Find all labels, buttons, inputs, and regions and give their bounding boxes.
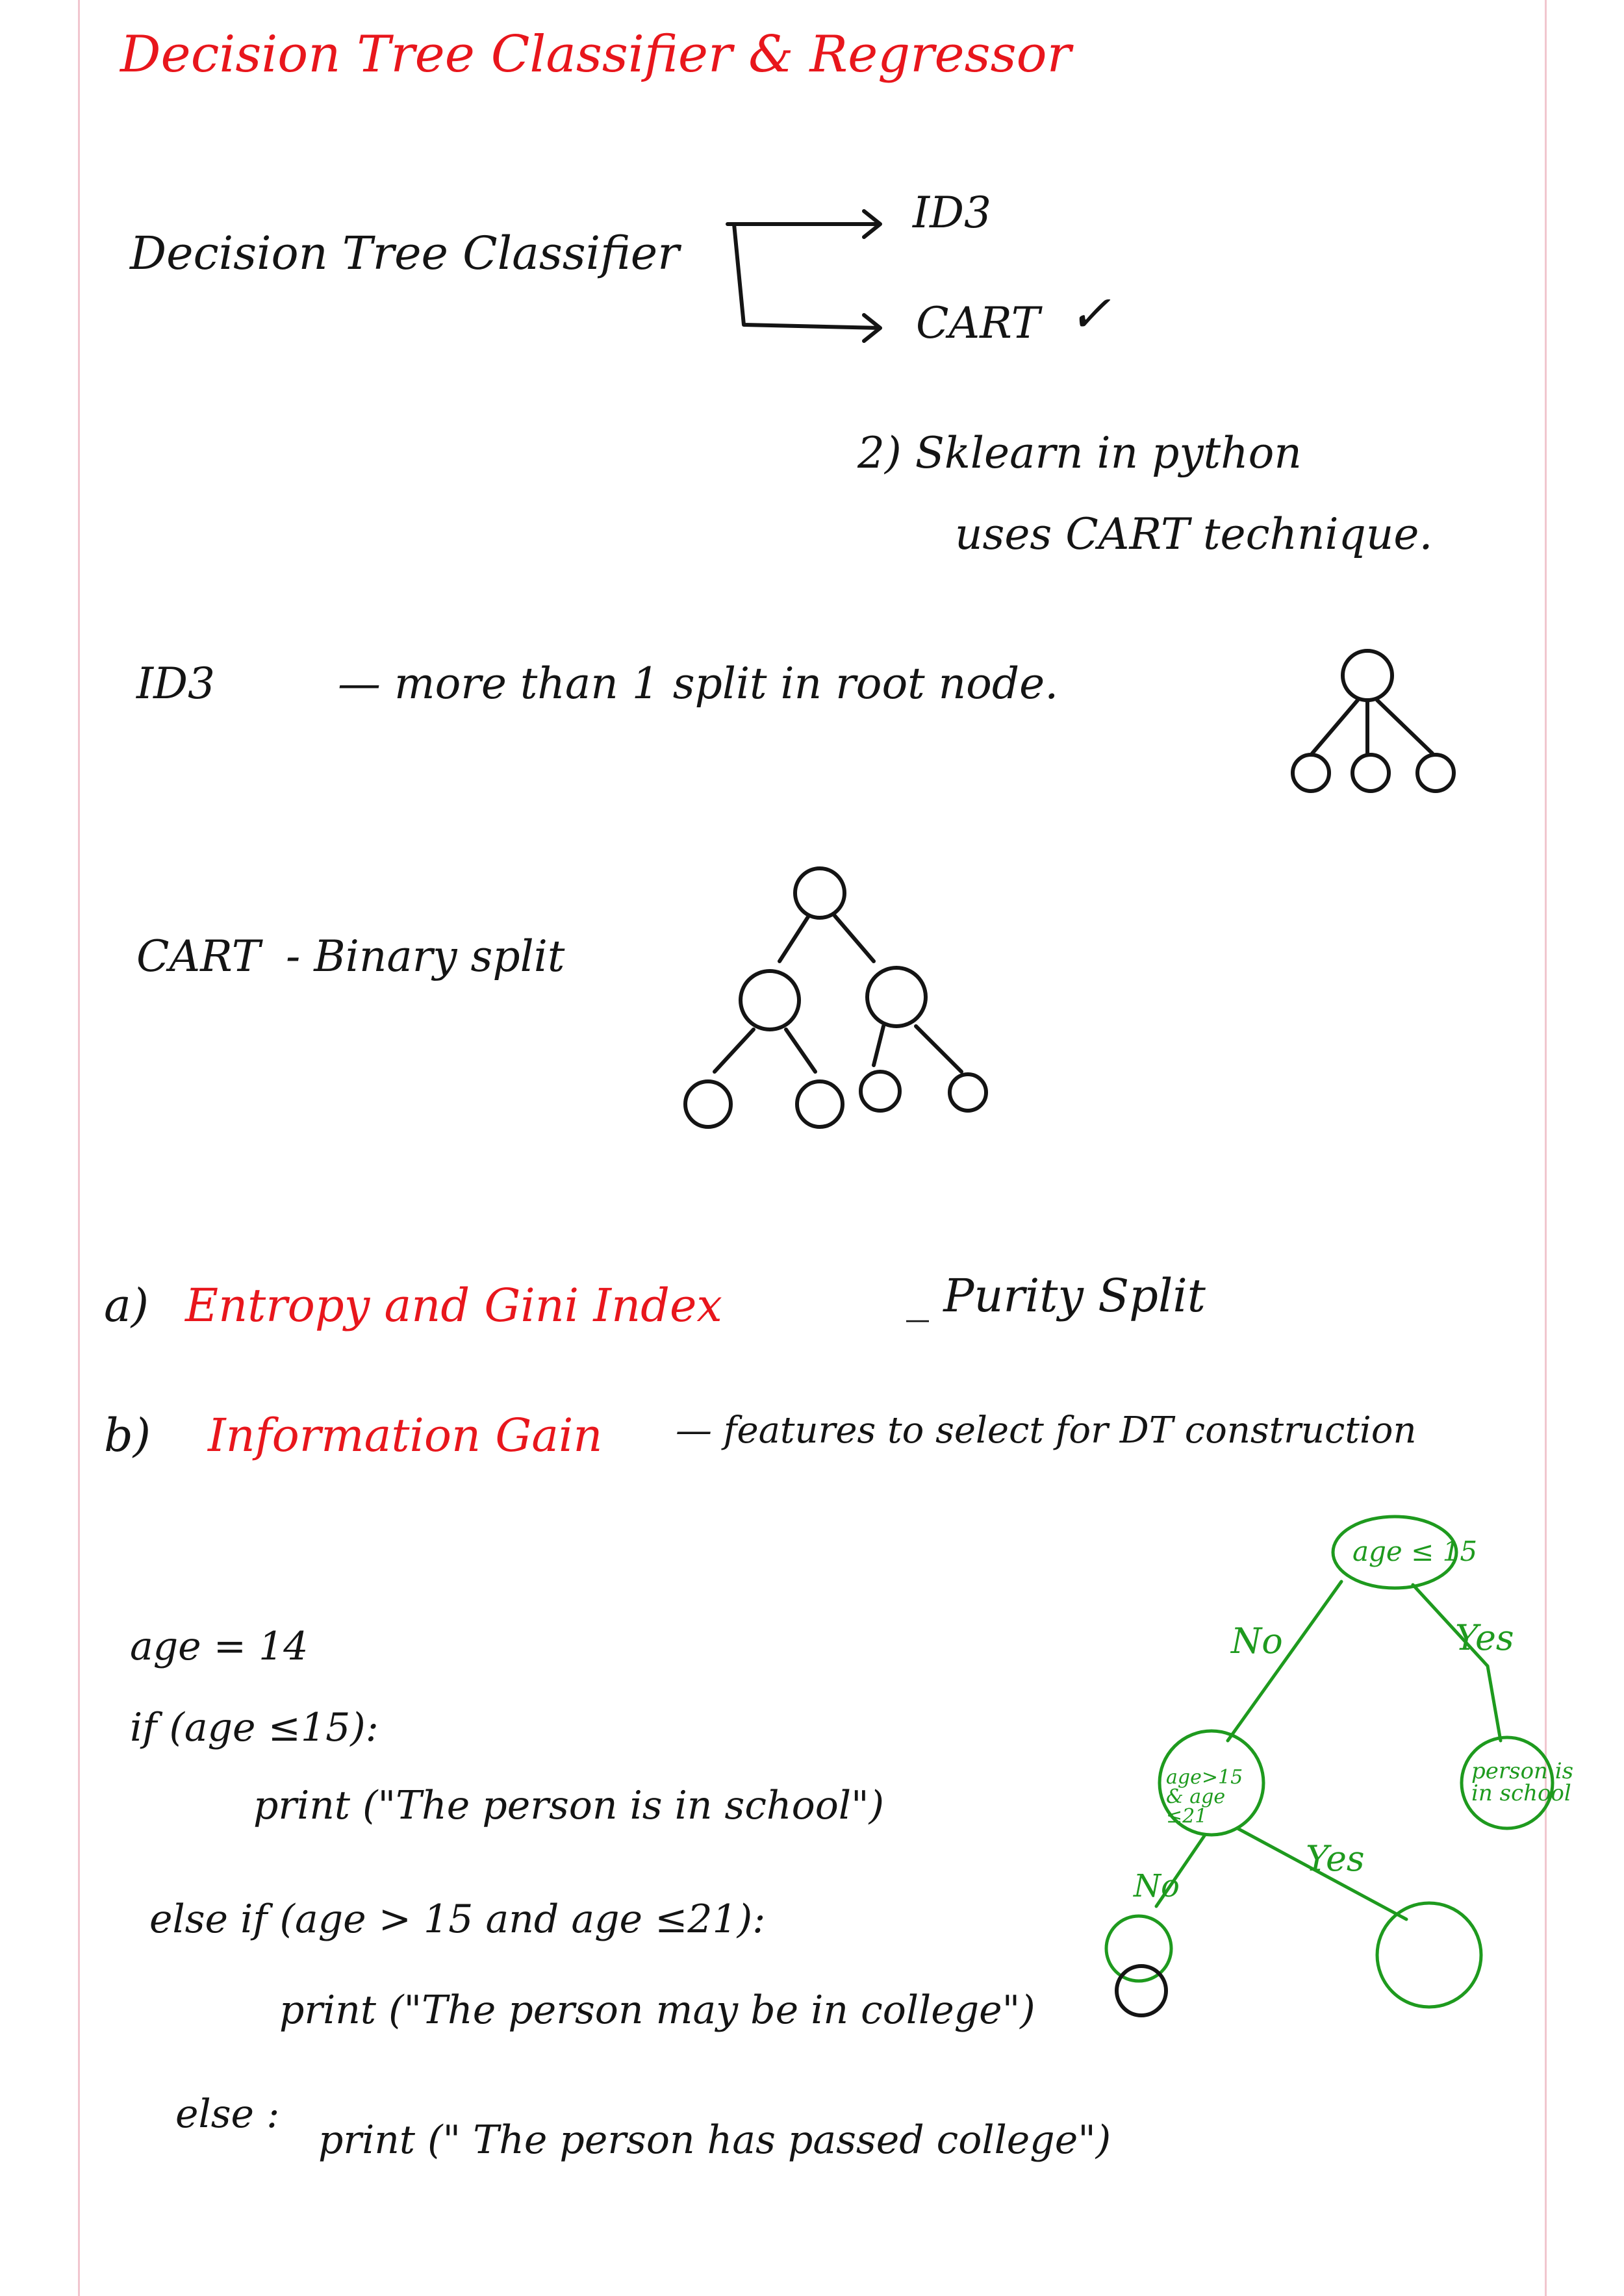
classifier-branch-arrows	[726, 209, 882, 343]
tree-edge-label-no: No	[1231, 1621, 1283, 1661]
point-b-marker: b)	[104, 1409, 151, 1462]
tree-edge-root-right	[1411, 1583, 1503, 1743]
tree-right-leaf	[1460, 1735, 1554, 1830]
tree-leaf-yes	[1375, 1901, 1483, 2009]
id3-description: — more than 1 split in root node.	[338, 659, 1059, 709]
branch-id3: ID3	[913, 188, 991, 238]
tree-left-node	[1158, 1729, 1265, 1837]
tree-edge-label-left-no: No	[1134, 1868, 1180, 1904]
cart-description: - Binary split	[286, 931, 565, 981]
sklearn-line-2: uses CART technique.	[955, 509, 1433, 559]
check-icon: ✓	[1069, 285, 1111, 344]
tree-edge-root-left	[1226, 1580, 1343, 1743]
tree-edge-left-no	[1154, 1833, 1207, 1908]
sklearn-line-1: 2) Sklearn in python	[857, 428, 1302, 478]
tree-edge-left-yes	[1236, 1826, 1408, 1921]
cart-binary-tree-icon	[683, 866, 988, 1129]
branch-cart: CART	[916, 298, 1040, 348]
point-a-term: Entropy and Gini Index	[185, 1279, 722, 1332]
code-line-2: if (age ≤15):	[130, 1705, 379, 1750]
id3-multiway-tree-icon	[1291, 649, 1456, 793]
code-line-7: print (" The person has passed college")	[318, 2117, 1111, 2163]
right-margin-line	[1545, 0, 1547, 2296]
point-a-marker: a)	[104, 1279, 149, 1332]
page-title: Decision Tree Classifier & Regressor	[120, 25, 1071, 84]
tree-edge-label-left-yes: Yes	[1306, 1838, 1365, 1879]
code-line-5: print ("The person may be in college")	[279, 1987, 1035, 2033]
left-margin-line	[78, 0, 80, 2296]
tree-root-node	[1331, 1515, 1458, 1590]
tree-root-label: age ≤ 15	[1352, 1535, 1478, 1567]
tree-right-leaf-label: person is in school	[1471, 1758, 1574, 1806]
classifier-label: Decision Tree Classifier	[130, 227, 679, 280]
point-a-description: _ Purity Split	[906, 1269, 1206, 1322]
tree-edge-label-yes: Yes	[1455, 1617, 1514, 1658]
code-line-1: age = 14	[130, 1624, 309, 1669]
point-b-description: — features to select for DT construction	[676, 1409, 1417, 1452]
code-line-4: else if (age > 15 and age ≤21):	[149, 1897, 766, 1942]
cart-label: CART	[136, 931, 260, 981]
point-b-term: Information Gain	[208, 1409, 603, 1462]
code-trailing-circle	[1115, 1964, 1168, 2017]
code-line-3: print ("The person is in school")	[253, 1783, 885, 1828]
id3-label: ID3	[136, 659, 215, 709]
tree-left-node-label: age>15 & age ≤21	[1166, 1766, 1243, 1828]
tree-leaf-no	[1104, 1914, 1173, 1983]
code-line-6: else :	[175, 2091, 280, 2137]
